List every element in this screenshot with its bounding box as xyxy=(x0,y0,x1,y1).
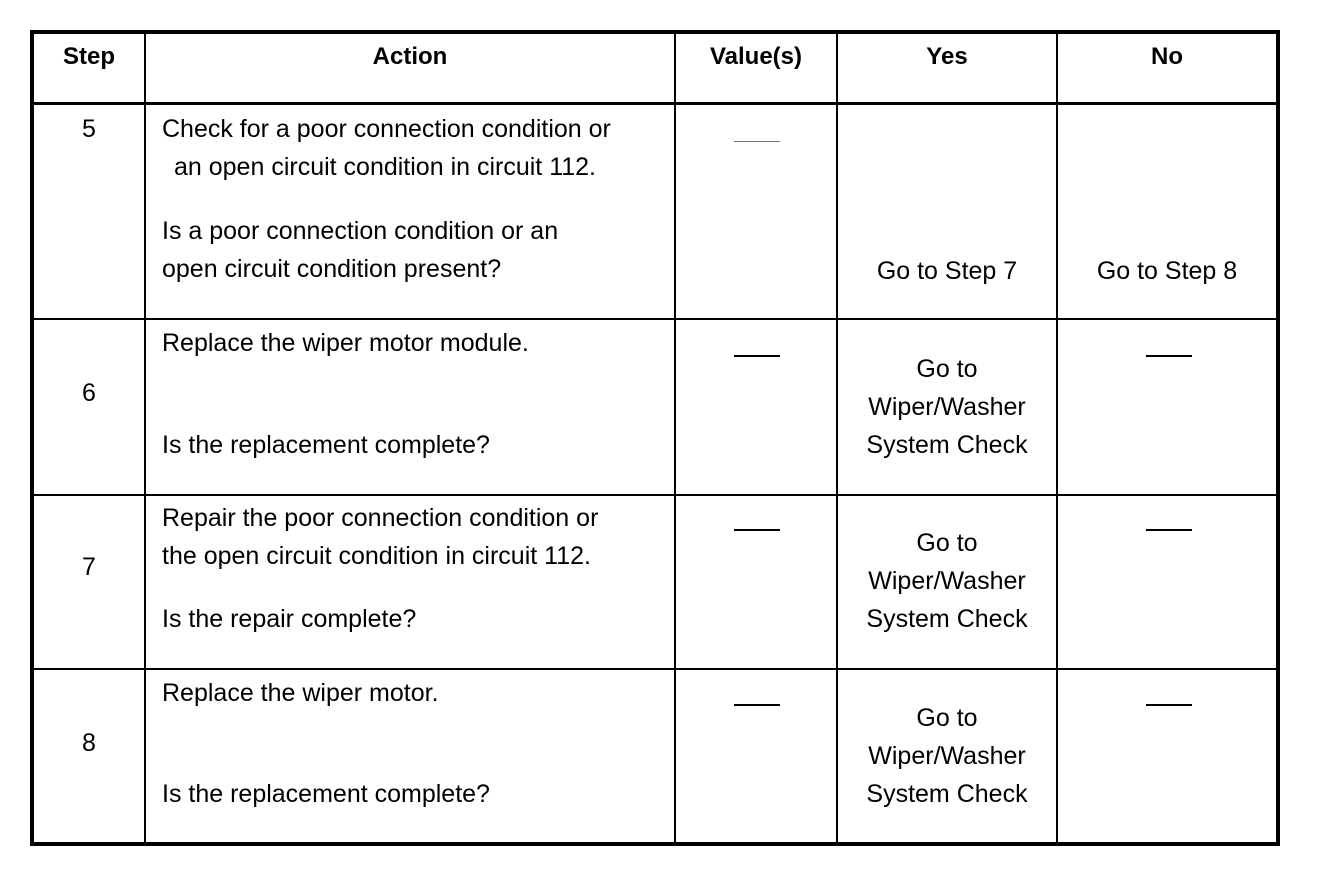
action-text: an open circuit condition in circuit 112… xyxy=(174,153,596,181)
no-dash xyxy=(1146,529,1192,531)
no-dash xyxy=(1146,704,1192,706)
value-dash xyxy=(734,529,780,531)
yes-action-line: System Check xyxy=(866,780,1028,808)
no-action: Go to Step 8 xyxy=(1096,257,1238,285)
step-number: 6 xyxy=(82,379,96,407)
action-text: Replace the wiper motor. xyxy=(162,679,439,707)
action-text: Repair the poor connection condition or xyxy=(162,504,599,532)
question-text: Is the repair complete? xyxy=(162,605,417,633)
action-text: Check for a poor connection condition or xyxy=(162,115,611,143)
step-number: 7 xyxy=(82,553,96,581)
column-divider xyxy=(1056,34,1058,842)
column-divider xyxy=(144,34,146,842)
header-step: Step xyxy=(62,43,115,70)
yes-action: Go to Wiper/Washer System Check xyxy=(838,524,1056,638)
diagnostic-table: Step Action Value(s) Yes No 5 Check for … xyxy=(30,30,1280,846)
yes-action: Go to Wiper/Washer System Check xyxy=(838,699,1056,813)
question-text: Is the replacement complete? xyxy=(162,431,490,459)
yes-action-line: Go to xyxy=(916,355,978,383)
yes-action-line: Wiper/Washer xyxy=(868,567,1026,595)
yes-action-line: Wiper/Washer xyxy=(868,393,1026,421)
header-divider xyxy=(34,102,1276,105)
step-number: 5 xyxy=(82,115,96,143)
header-yes: Yes xyxy=(926,43,968,70)
yes-action: Go to Wiper/Washer System Check xyxy=(838,350,1056,464)
header-values: Value(s) xyxy=(709,43,803,70)
value-dash xyxy=(734,141,780,142)
step-number: 8 xyxy=(82,729,96,757)
question-text: Is the replacement complete? xyxy=(162,780,490,808)
yes-action-line: Go to xyxy=(916,704,978,732)
yes-action-line: System Check xyxy=(866,431,1028,459)
header-action: Action xyxy=(372,43,448,70)
row-divider xyxy=(34,494,1276,496)
yes-action: Go to Step 7 xyxy=(876,257,1018,285)
row-divider xyxy=(34,668,1276,670)
row-divider xyxy=(34,318,1276,320)
action-text: the open circuit condition in circuit 11… xyxy=(162,542,591,570)
action-text: Replace the wiper motor module. xyxy=(162,329,529,357)
column-divider xyxy=(836,34,838,842)
question-text: open circuit condition present? xyxy=(162,255,502,283)
no-dash xyxy=(1146,355,1192,357)
value-dash xyxy=(734,704,780,706)
header-no: No xyxy=(1151,43,1183,70)
yes-action-line: Go to xyxy=(916,529,978,557)
yes-action-line: Wiper/Washer xyxy=(868,742,1026,770)
column-divider xyxy=(674,34,676,842)
yes-action-line: System Check xyxy=(866,605,1028,633)
question-text: Is a poor connection condition or an xyxy=(162,217,559,245)
value-dash xyxy=(734,355,780,357)
